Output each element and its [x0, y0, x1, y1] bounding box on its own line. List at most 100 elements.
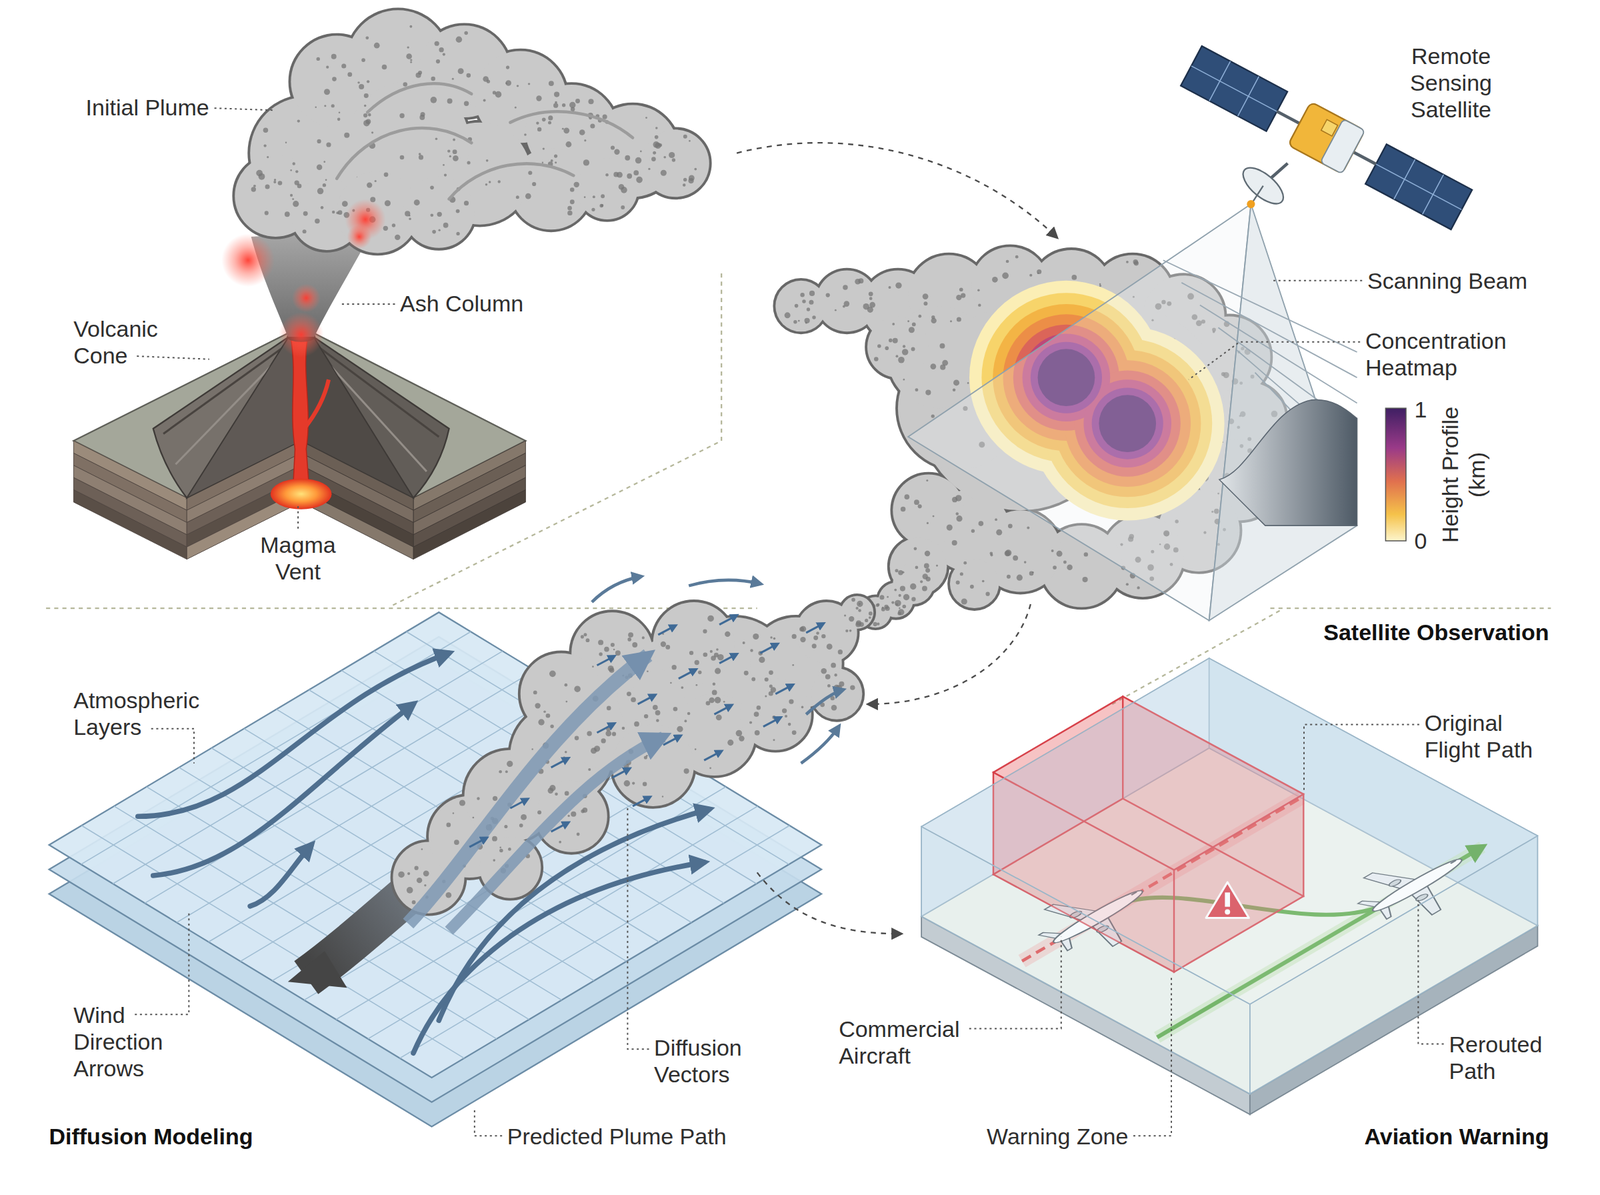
ash-particle	[782, 708, 787, 713]
ash-particle	[816, 631, 820, 635]
ash-particle	[423, 870, 430, 876]
ash-particle	[1008, 523, 1013, 528]
ash-particle	[366, 80, 370, 83]
ash-particle	[635, 157, 642, 164]
ash-particle	[926, 576, 931, 582]
ash-particle	[922, 586, 928, 592]
ash-particle	[610, 642, 615, 647]
ash-particle	[925, 568, 930, 573]
magma-conduit	[290, 338, 310, 490]
ash-particle	[324, 104, 326, 107]
ash-particle	[868, 616, 872, 619]
ash-particle	[323, 160, 326, 163]
ash-particle	[516, 195, 520, 199]
ash-particle	[845, 629, 848, 632]
ash-particle	[374, 42, 380, 49]
ash-particle	[290, 194, 293, 197]
ash-particle	[314, 106, 316, 108]
ash-particle	[588, 98, 594, 104]
ash-particle	[492, 858, 496, 862]
cloud-body	[403, 176, 475, 248]
ash-particle	[813, 635, 818, 640]
ash-particle	[579, 129, 586, 136]
airspace-top	[921, 658, 1538, 1004]
ash-particle	[688, 140, 691, 142]
ash-particle	[856, 606, 859, 610]
ash-particle	[472, 816, 475, 819]
cloud-outline	[840, 596, 874, 629]
ash-particle	[361, 58, 366, 62]
ash-particle	[694, 660, 700, 665]
wind-arrow	[153, 704, 414, 876]
ash-particle	[363, 120, 370, 127]
leader-line	[474, 1110, 502, 1136]
ash-particle	[574, 736, 580, 741]
ash-particle	[466, 73, 471, 78]
ash-particle	[903, 594, 910, 600]
panel-cell-line	[1191, 66, 1277, 112]
ash-particle	[800, 292, 804, 297]
ash-particle	[660, 170, 667, 176]
ash-particle	[584, 196, 586, 198]
ash-particle	[912, 322, 916, 326]
ash-particle	[602, 114, 608, 120]
ash-particle	[464, 31, 468, 36]
ash-particle	[858, 602, 861, 605]
ash-particle	[804, 318, 810, 324]
ash-particle	[399, 113, 404, 118]
ash-particle	[398, 871, 405, 878]
ash-particle	[419, 114, 425, 120]
ash-particle	[542, 117, 546, 122]
ash-particle	[456, 232, 460, 236]
ash-particle	[914, 388, 918, 392]
ash-particle	[410, 58, 412, 61]
ash-particle	[902, 348, 909, 356]
ash-particle	[284, 211, 290, 217]
ash-particle	[542, 162, 544, 164]
ash-particle	[884, 346, 889, 350]
ash-particle	[553, 103, 558, 108]
ash-particle	[430, 76, 435, 81]
ash-particle	[799, 626, 804, 632]
ash-particle	[877, 344, 882, 348]
ash-particle	[672, 158, 676, 162]
ash-particle	[424, 884, 426, 886]
ash-particle	[542, 147, 545, 150]
ash-particle	[1024, 560, 1027, 564]
ash-particle	[1029, 274, 1032, 277]
leader-line	[297, 504, 299, 529]
ash-particle	[528, 82, 530, 85]
ash-particle	[580, 634, 584, 638]
ash-particle	[956, 515, 962, 522]
panel-cell-line	[1376, 164, 1462, 210]
cloud-body	[536, 780, 608, 852]
ash-particle	[499, 846, 502, 849]
ash-particle	[1071, 274, 1077, 280]
ash-particle	[714, 652, 719, 658]
ash-particle	[632, 642, 638, 648]
ash-particle	[673, 706, 678, 712]
plume-swirl	[336, 128, 472, 179]
ash-particle	[683, 178, 687, 182]
ash-particle	[749, 720, 752, 724]
ash-particle	[442, 164, 445, 166]
ash-particle	[868, 291, 874, 296]
ash-particle	[967, 382, 970, 384]
ash-particle	[670, 682, 672, 684]
ash-particle	[320, 206, 324, 210]
ash-particle	[583, 159, 590, 166]
ash-particle	[676, 726, 683, 732]
ash-particle	[615, 650, 621, 656]
ash-particle	[524, 133, 527, 136]
ash-particle	[914, 499, 920, 505]
ash-particle	[888, 338, 893, 343]
ash-particle	[652, 704, 658, 710]
ash-particle	[436, 59, 440, 64]
ash-particle	[809, 290, 815, 296]
ash-particle	[263, 128, 269, 133]
ash-particle	[499, 848, 504, 853]
ash-particle	[418, 152, 422, 156]
ash-particle	[758, 656, 765, 663]
ash-particle	[826, 643, 833, 650]
